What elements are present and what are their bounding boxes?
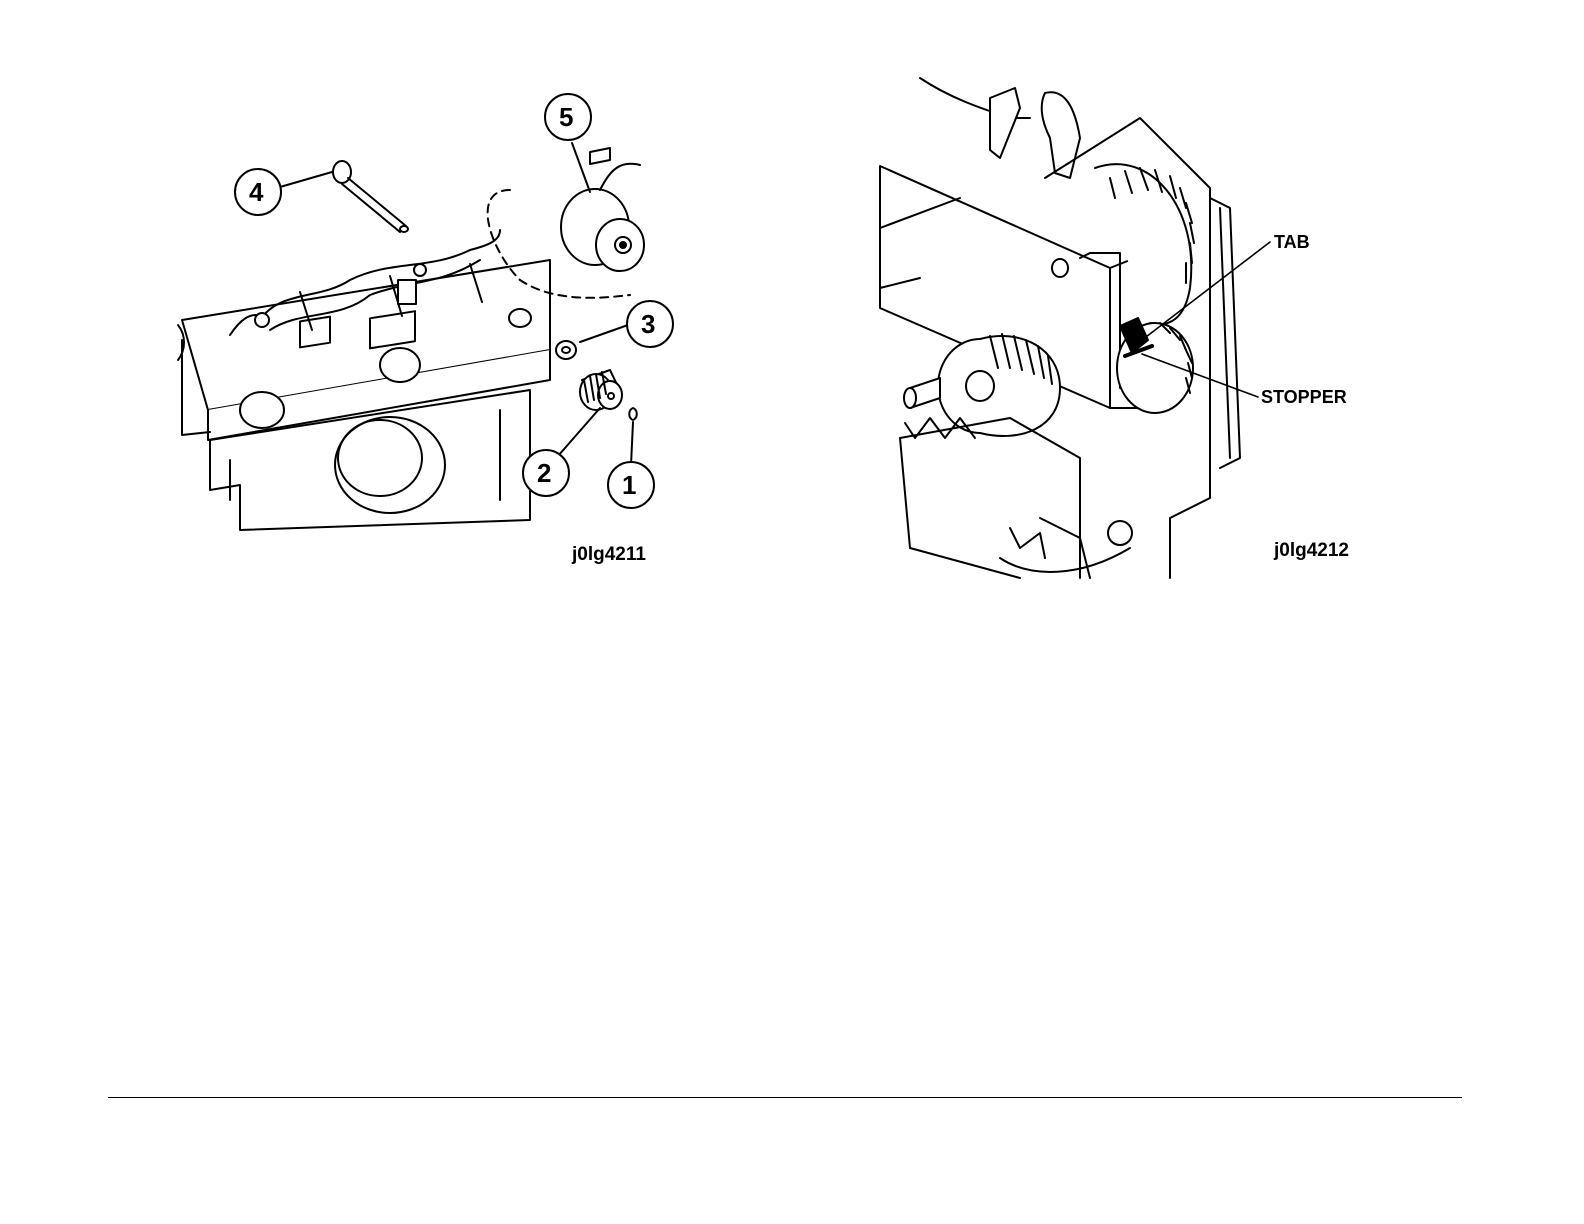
tab-label: TAB <box>1274 232 1310 252</box>
stopper-detail-figure: TAB STOPPER j0lg4212 <box>880 78 1400 583</box>
callout-1: 1 <box>622 470 636 500</box>
callout-3: 3 <box>641 309 655 339</box>
exploded-view-figure: 4 5 3 2 1 j0lg4211 <box>170 80 690 590</box>
callout-2: 2 <box>537 458 551 488</box>
stopper-label: STOPPER <box>1261 387 1347 407</box>
figure-id: j0lg4211 <box>571 544 646 565</box>
callout-5: 5 <box>559 102 573 132</box>
footer-divider <box>108 1097 1462 1098</box>
figure-id: j0lg4212 <box>1273 540 1349 561</box>
callout-4: 4 <box>249 177 264 207</box>
